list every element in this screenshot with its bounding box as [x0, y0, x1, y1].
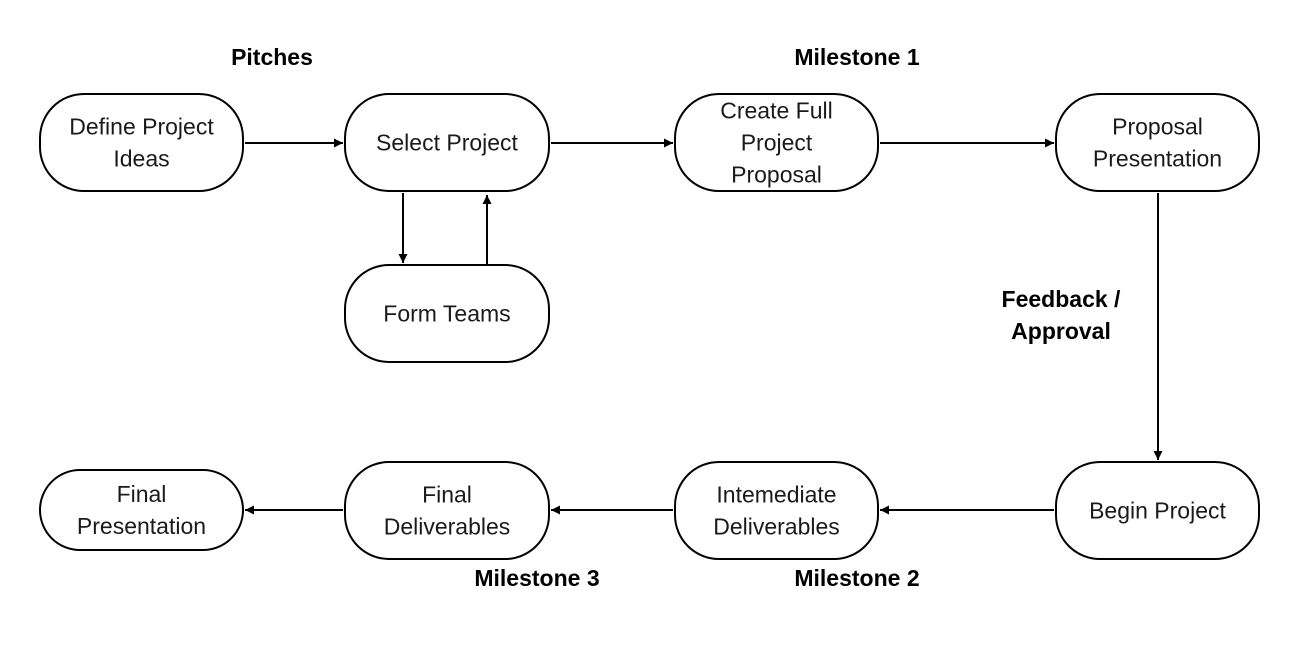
node-label-line: Presentation — [1093, 146, 1222, 172]
node-label-line: Ideas — [113, 146, 169, 172]
node-form-teams: Form Teams — [344, 264, 550, 363]
node-shape — [39, 469, 244, 551]
node-label-line: Begin Project — [1089, 498, 1226, 524]
node-shape — [344, 93, 550, 192]
node-label-line: Final — [422, 482, 472, 508]
label-pitches: Pitches — [231, 44, 313, 70]
labels-layer: Pitches Milestone 1 Feedback / ApprovalMile… — [231, 44, 1121, 591]
node-shape — [344, 264, 550, 363]
edges-layer — [245, 138, 1163, 515]
node-begin-project: Begin Project — [1055, 461, 1260, 560]
label-feedback-approval: Feedback / — [1002, 286, 1121, 312]
node-label-line: Presentation — [77, 513, 206, 539]
node-shape — [674, 93, 879, 192]
label-milestone-2: Milestone 2 — [794, 565, 919, 591]
node-label-line: Final — [117, 481, 167, 507]
node-label-line: Deliverables — [713, 514, 840, 540]
node-label-line: Intemediate — [716, 482, 836, 508]
node-label-line: Select Project — [376, 130, 519, 156]
node-shape — [344, 461, 550, 560]
node-label-line: Proposal — [731, 162, 822, 188]
node-label-line: Proposal — [1112, 114, 1203, 140]
node-label-line: Define Project — [69, 114, 214, 140]
node-shape — [39, 93, 244, 192]
node-label-line: Form Teams — [383, 301, 510, 327]
label-milestone-3: Milestone 3 — [474, 565, 599, 591]
label-feedback-approval: Approval — [1011, 318, 1111, 344]
node-label-line: Create Full — [720, 98, 832, 124]
node-select-project: Select Project — [344, 93, 550, 192]
node-shape — [1055, 461, 1260, 560]
label-milestone-1: Milestone 1 — [794, 44, 919, 70]
node-label-line: Project — [741, 130, 813, 156]
node-label-line: Deliverables — [384, 514, 511, 540]
node-shape — [674, 461, 879, 560]
node-shape — [1055, 93, 1260, 192]
